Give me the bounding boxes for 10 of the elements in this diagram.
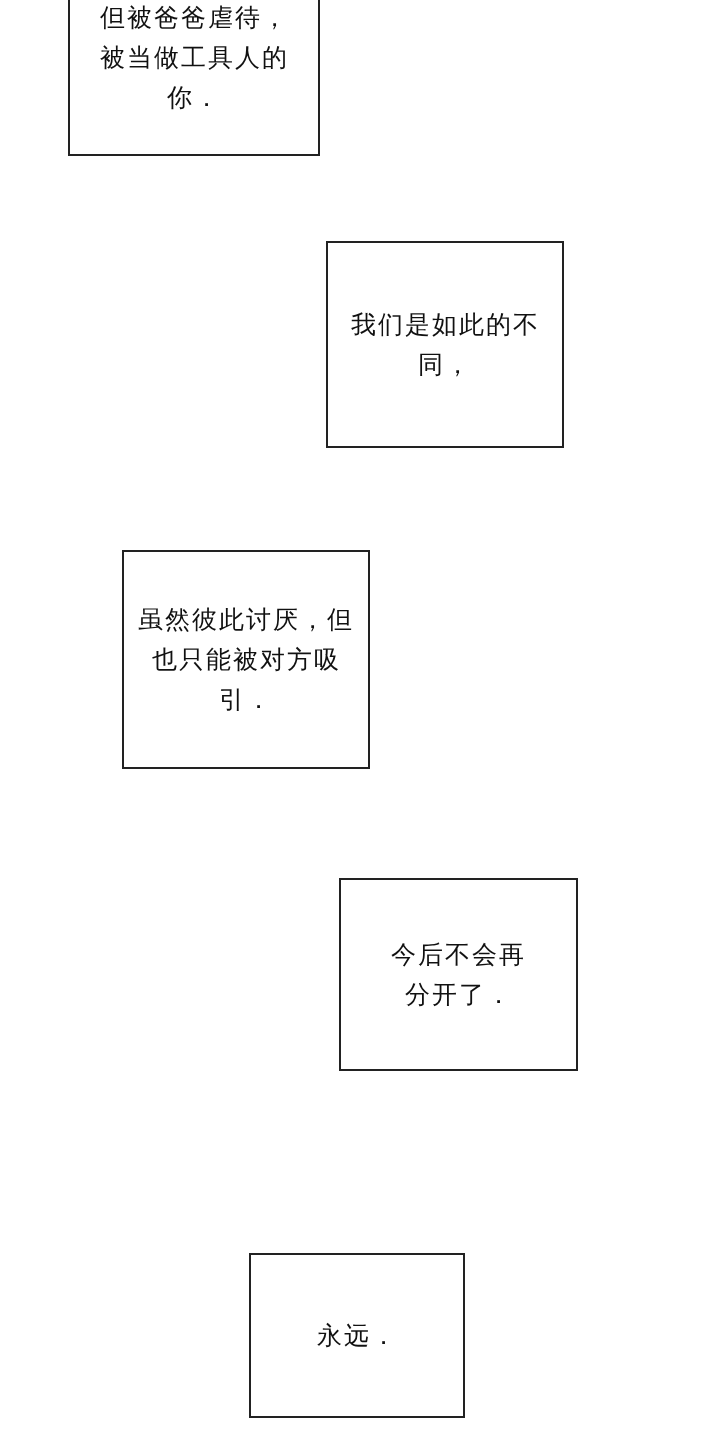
speech-panel	[339, 878, 578, 1071]
narration-text: 今后不会再分开了．	[390, 938, 527, 1011]
speech-panel	[122, 550, 370, 769]
speech-panel	[249, 1253, 465, 1418]
speech-panel	[68, 0, 320, 156]
narration-text: 我们是如此的不同，	[349, 308, 541, 381]
narration-text: 虽然彼此讨厌，但也只能被对方吸引．	[137, 603, 355, 716]
narration-text: 但被爸爸虐待，被当做工具人的你．	[98, 2, 290, 114]
narration-text: 永远．	[315, 1319, 399, 1352]
speech-panel	[326, 241, 564, 448]
